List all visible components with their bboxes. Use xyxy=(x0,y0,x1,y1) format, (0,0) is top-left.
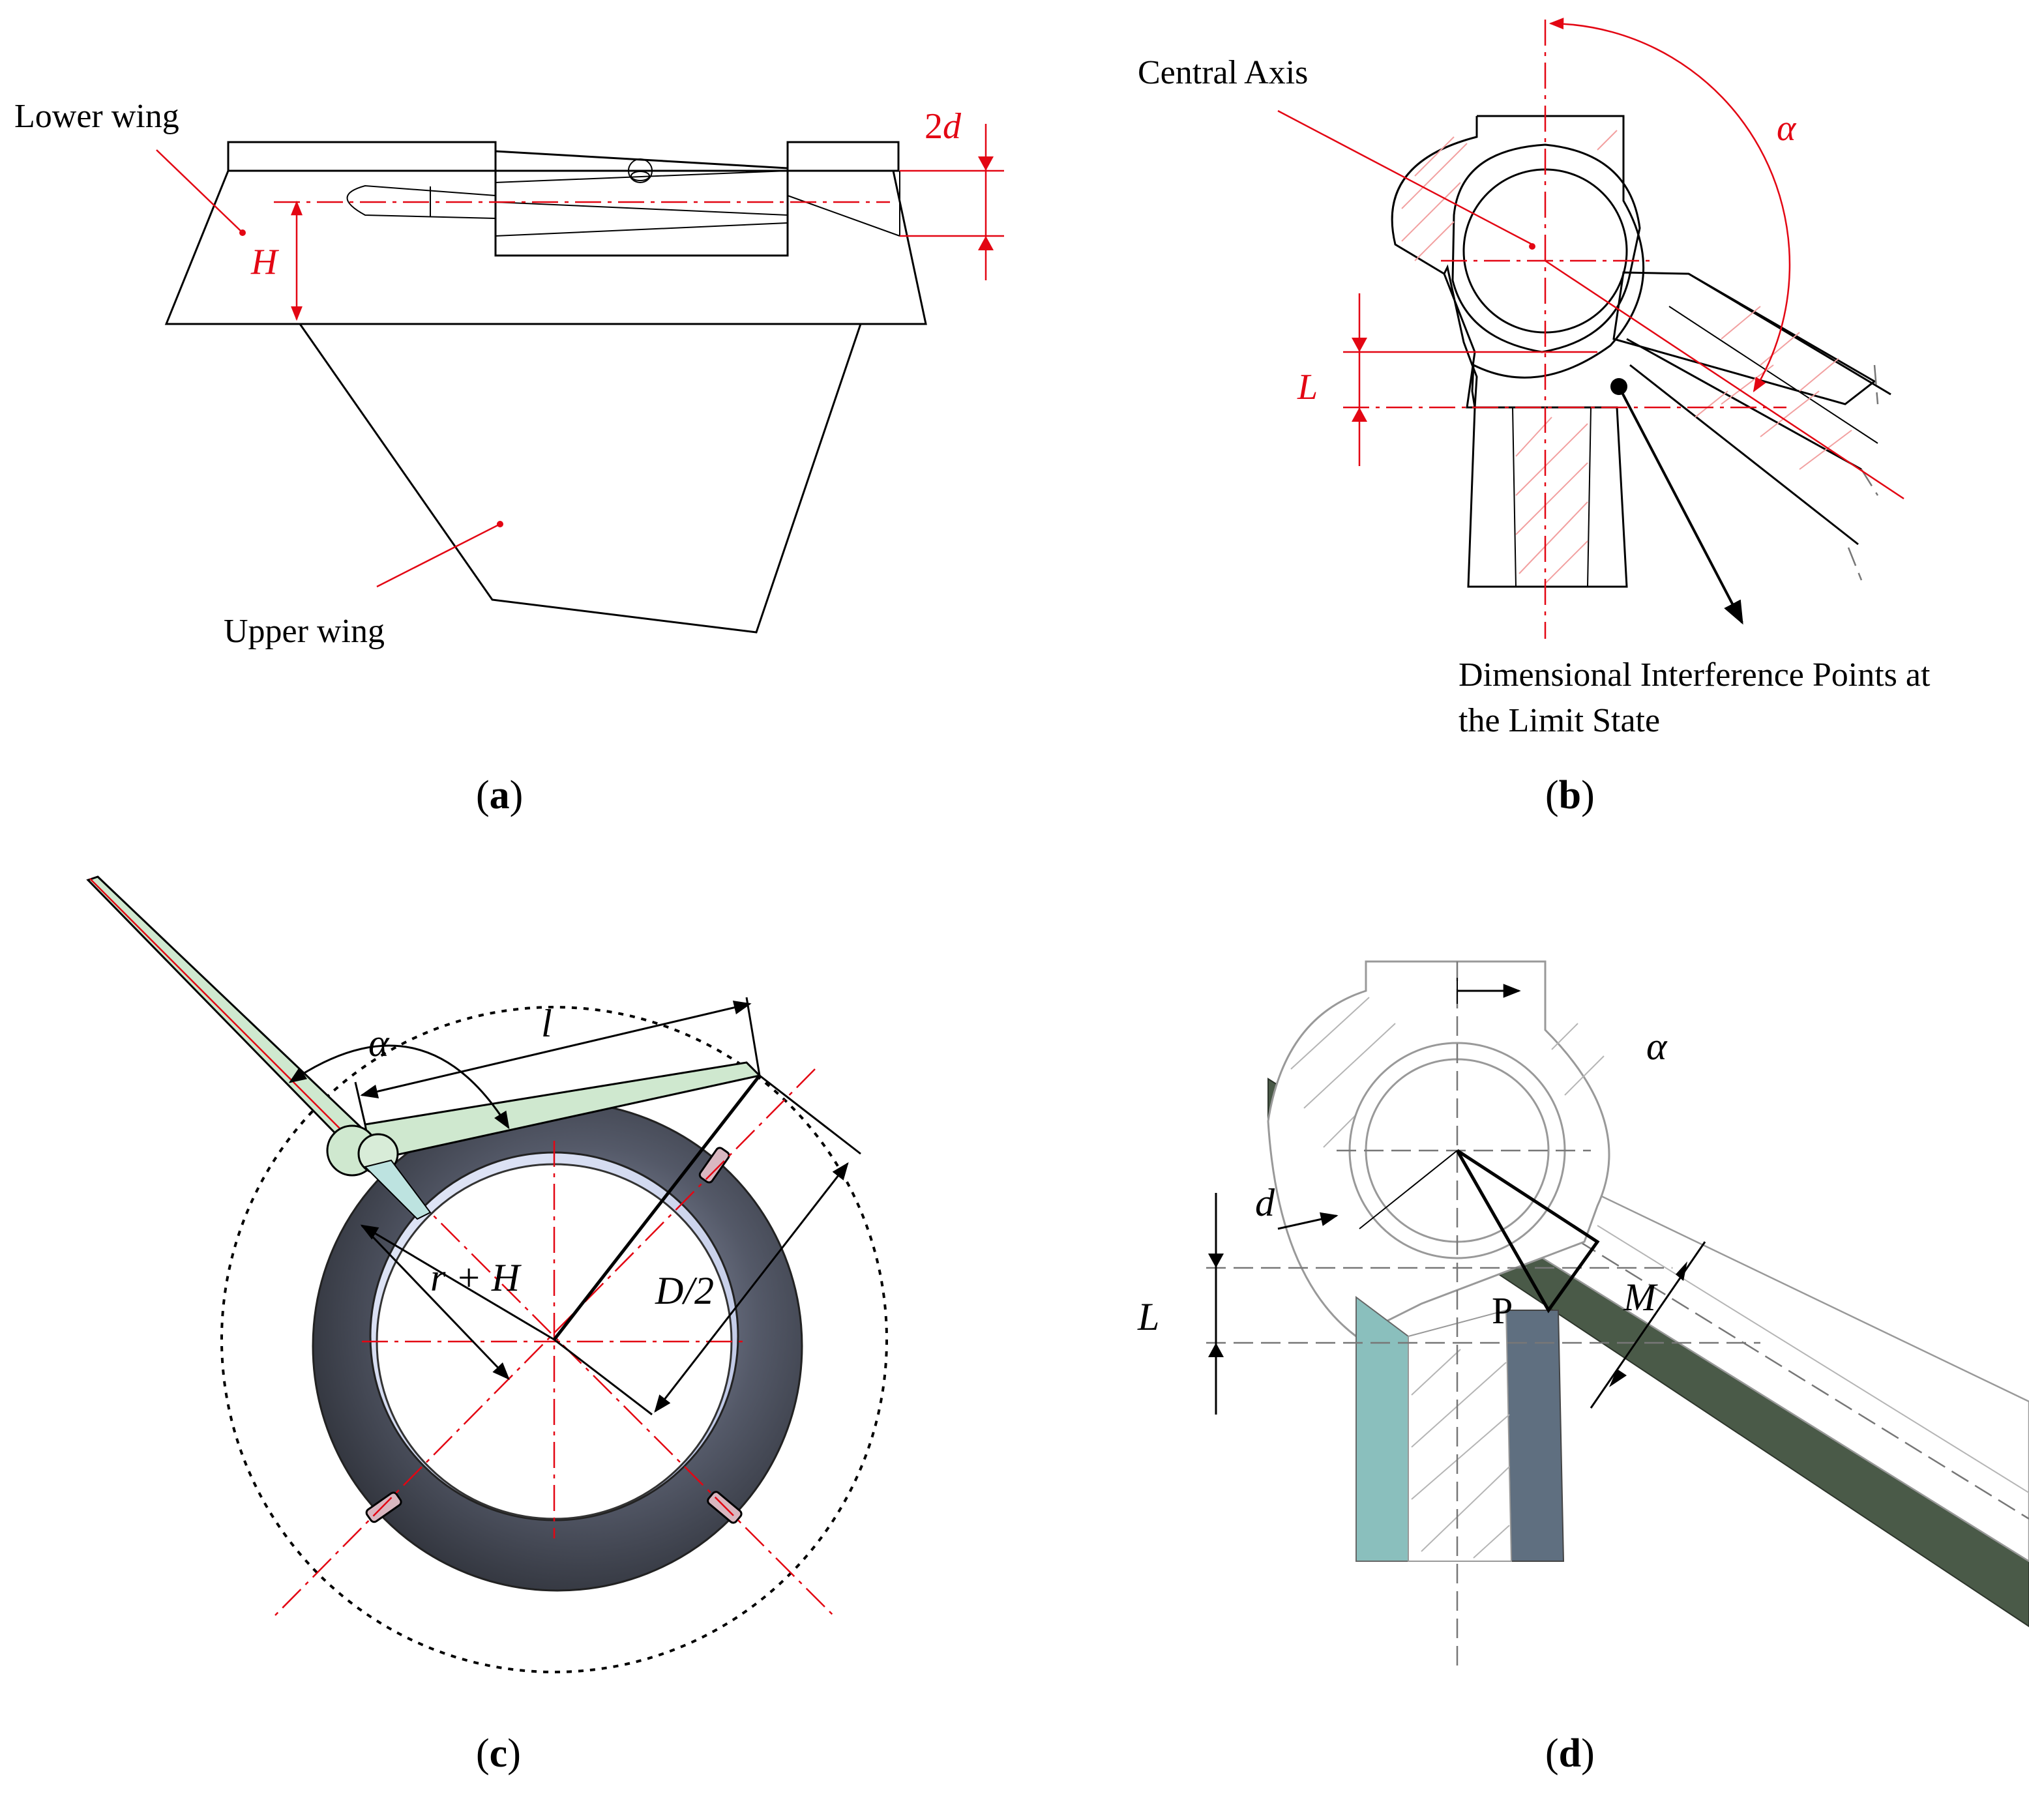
arm-b xyxy=(1612,271,1891,581)
dim-2d-number: 2 xyxy=(925,106,943,147)
dim-2d-symbol: d xyxy=(943,106,962,147)
M-label: M xyxy=(1623,1276,1658,1319)
l-label: l xyxy=(541,1002,552,1045)
upper-wing-body xyxy=(299,323,862,634)
teal-leg xyxy=(1355,1296,1409,1562)
white-leg xyxy=(1408,1309,1513,1562)
hub-outer xyxy=(1471,115,1645,409)
interference-triangle xyxy=(1455,1149,1600,1314)
interference-arrow xyxy=(1618,386,1743,625)
D-half-label: D/2 xyxy=(655,1269,714,1312)
D-half-line xyxy=(654,1162,849,1413)
M-dim xyxy=(1590,1241,1706,1409)
panel-c: α l r + H D/2 (c) xyxy=(86,875,888,1776)
arm-axis xyxy=(1545,259,1904,500)
r-plus-H-label: r + H xyxy=(430,1256,522,1299)
dim-L-label: L xyxy=(1297,367,1318,407)
caption-b-letter: b xyxy=(1559,773,1581,817)
caption-a: (a) xyxy=(476,773,523,817)
central-axis-leader xyxy=(1277,110,1533,246)
d-leader xyxy=(1277,1212,1339,1230)
lower-wing-body xyxy=(164,141,927,325)
dim-H-label: H xyxy=(250,242,279,282)
panel-a: H 2d Lower wing Upper wing (a) xyxy=(14,98,1004,817)
central-axis-label: Central Axis xyxy=(1138,54,1308,91)
hatch-hub xyxy=(1401,130,1618,261)
panel-d: L d M P α (d) xyxy=(1137,960,2029,1776)
interference-label-line2: the Limit State xyxy=(1459,702,1660,739)
lower-wing-leader xyxy=(156,149,242,232)
alpha-label-d: α xyxy=(1646,1025,1668,1068)
l-ext2 xyxy=(354,1081,366,1125)
hatch-leg-d xyxy=(1411,1349,1510,1559)
lower-wing-dot xyxy=(239,229,246,236)
outer-dashed-circle xyxy=(220,1006,888,1673)
interference-label-line1: Dimensional Interference Points at xyxy=(1459,656,1931,694)
r-plus-H-ext xyxy=(361,1224,510,1380)
panel-b: L α Central Axis Dimensional Interferenc… xyxy=(1138,18,1931,817)
alpha-label-c: α xyxy=(368,1021,390,1064)
d-label: d xyxy=(1255,1181,1275,1224)
caption-a-letter: a xyxy=(490,773,510,817)
alpha-arc-c xyxy=(288,1044,510,1130)
P-label: P xyxy=(1492,1289,1513,1332)
sleeve-bottom xyxy=(1467,406,1628,588)
caption-b: (b) xyxy=(1545,773,1595,817)
upper-wing-dot xyxy=(497,521,503,527)
r-plus-H-line xyxy=(360,1224,555,1341)
alpha-arc-b xyxy=(1548,18,1791,392)
hub-knuckle xyxy=(326,1124,432,1220)
slate-leg xyxy=(1505,1310,1565,1562)
d-L-label: L xyxy=(1137,1295,1159,1338)
caption-d: (d) xyxy=(1545,1731,1595,1776)
central-axis-dot xyxy=(1529,243,1535,250)
dim-2d-label: 2d xyxy=(925,106,962,147)
D-half-ext2 xyxy=(554,1338,653,1416)
caption-d-letter: d xyxy=(1559,1731,1581,1776)
d-radius-line xyxy=(1359,1150,1458,1229)
caption-c-letter: c xyxy=(490,1731,508,1776)
upper-wing-label: Upper wing xyxy=(224,613,385,650)
hatch-bottom xyxy=(1515,417,1588,584)
alpha-label-b: α xyxy=(1777,108,1797,149)
D-half-ext1 xyxy=(759,1074,861,1155)
upper-wing-leader xyxy=(376,523,499,588)
caption-c: (c) xyxy=(476,1731,521,1776)
lower-wing-label: Lower wing xyxy=(14,98,179,135)
